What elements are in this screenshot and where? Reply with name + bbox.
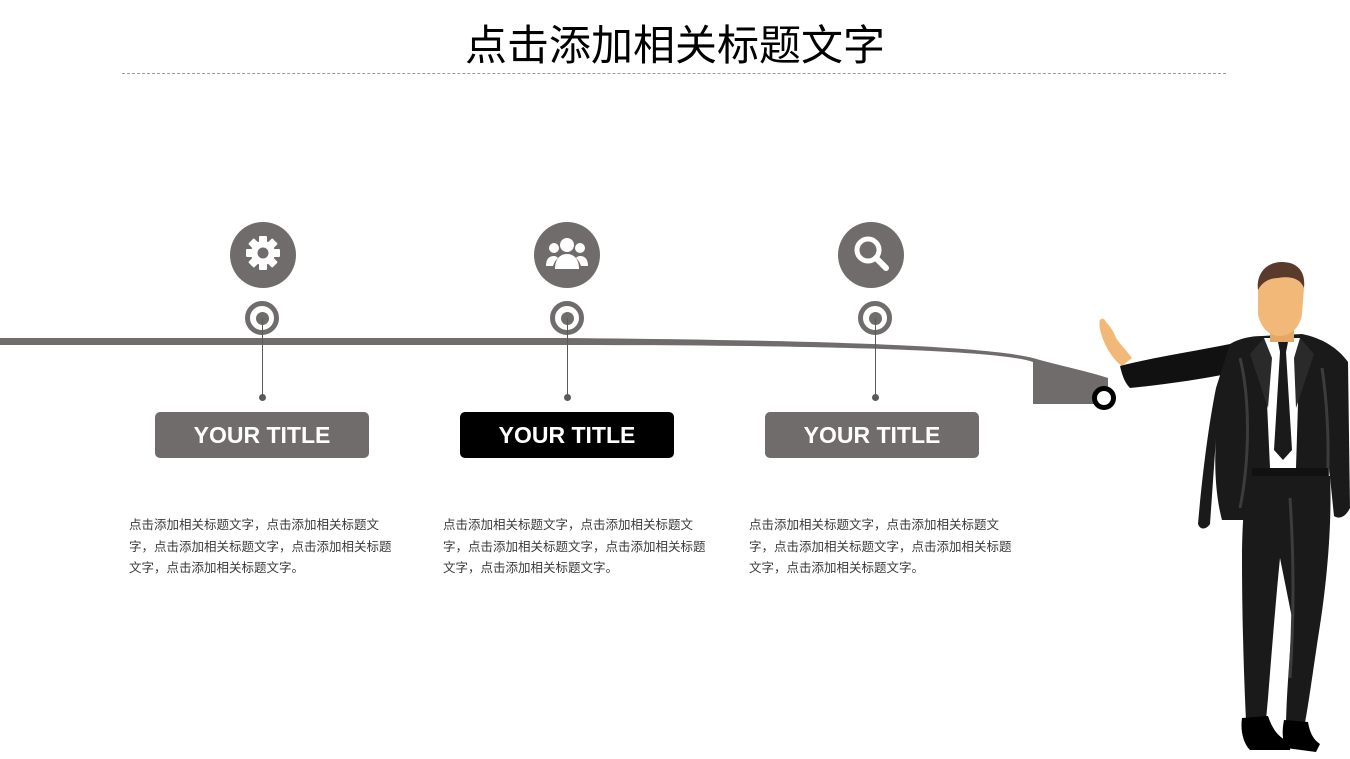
- title-divider: [122, 73, 1226, 74]
- step-3-title-badge: YOUR TITLE: [765, 412, 979, 458]
- step-2-connector: [567, 318, 568, 398]
- step-1-icon-circle: [230, 222, 296, 288]
- step-1-connector: [262, 318, 263, 398]
- step-1-description: 点击添加相关标题文字，点击添加相关标题文字，点击添加相关标题文字，点击添加相关标…: [129, 517, 392, 575]
- step-3-description: 点击添加相关标题文字，点击添加相关标题文字，点击添加相关标题文字，点击添加相关标…: [749, 517, 1012, 575]
- step-1-title-badge: YOUR TITLE: [155, 412, 369, 458]
- step-2-title-badge: YOUR TITLE: [460, 412, 674, 458]
- timeline-end-wheel: [1092, 386, 1116, 410]
- users-icon: [545, 233, 589, 277]
- step-3-connector: [875, 318, 876, 398]
- step-3-icon-circle: [838, 222, 904, 288]
- step-2-icon-circle: [534, 222, 600, 288]
- step-1-connector-dot: [259, 394, 266, 401]
- slide-title: 点击添加相关标题文字: [464, 21, 885, 70]
- businessman-illustration: [1099, 262, 1350, 752]
- step-2-connector-dot: [564, 394, 571, 401]
- gear-icon: [243, 233, 283, 277]
- step-3-connector-dot: [872, 394, 879, 401]
- search-icon: [851, 233, 891, 277]
- step-2-description: 点击添加相关标题文字，点击添加相关标题文字，点击添加相关标题文字，点击添加相关标…: [443, 517, 706, 575]
